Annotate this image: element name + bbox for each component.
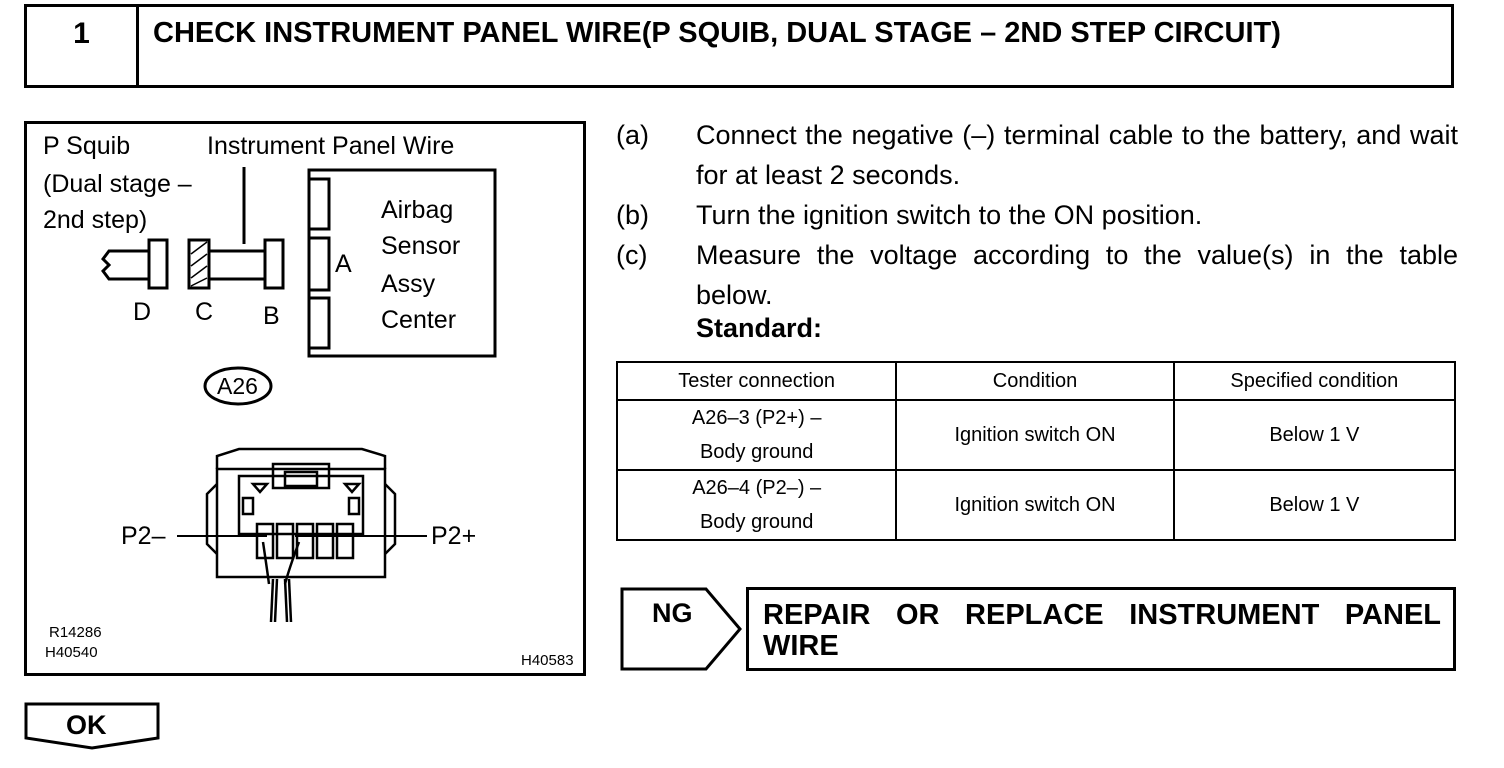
wiring-diagram-drawing <box>101 167 497 623</box>
airbag-connector-slot-3 <box>307 296 331 350</box>
figure-code-1: R14286 <box>49 624 102 641</box>
instrument-panel-wire-label: Instrument Panel Wire <box>207 132 455 160</box>
airbag-label-line-2: Sensor <box>381 232 461 260</box>
connector-b-label: B <box>263 302 280 330</box>
condition-cell: Ignition switch ON <box>895 399 1175 471</box>
airbag-label-line-1: Airbag <box>381 196 454 224</box>
terminal-p2-plus-label: P2+ <box>431 522 477 550</box>
standard-label: Standard: <box>696 313 823 343</box>
connector-id-oval <box>203 366 273 406</box>
ng-label: NG <box>652 598 693 628</box>
step-b-label: (b) <box>616 200 649 230</box>
specification-table: Tester connection Condition Specified co… <box>615 361 1457 541</box>
squib-body <box>101 249 149 281</box>
figure-code-2: H40540 <box>45 644 98 661</box>
column-header-specified: Specified condition <box>1172 361 1457 401</box>
table-header-row: Tester connection Condition Specified co… <box>615 361 1457 401</box>
terminal-p2-minus-label: P2– <box>121 522 166 550</box>
connector-d-label: D <box>133 298 152 326</box>
specified-condition-cell: Below 1 V <box>1172 399 1457 471</box>
connector-id-label: A26 <box>217 373 258 399</box>
ok-arrow-box <box>24 702 160 750</box>
figure-code-3: H40583 <box>521 652 574 669</box>
airbag-label-line-4: Center <box>381 306 457 334</box>
connector-b <box>263 238 285 290</box>
wire-body <box>207 249 267 281</box>
step-c: (c) Measure the voltage according to the… <box>616 235 1458 315</box>
column-header-condition: Condition <box>895 361 1175 401</box>
step-a: (a) Connect the negative (–) terminal ca… <box>616 115 1458 195</box>
tester-connection-cell: A26–4 (P2–) – Body ground <box>615 469 898 541</box>
table-row: A26–4 (P2–) – Body ground Ignition switc… <box>615 469 1457 541</box>
step-a-label: (a) <box>616 120 649 150</box>
procedure-steps: (a) Connect the negative (–) terminal ca… <box>616 115 1458 315</box>
step-c-text: Measure the voltage according to the val… <box>696 240 1458 310</box>
specified-condition-cell: Below 1 V <box>1172 469 1457 541</box>
connector-d <box>147 238 169 290</box>
tester-connection-line-1: A26–4 (P2–) – <box>692 477 822 499</box>
tester-connection-line-1: A26–3 (P2+) – <box>691 407 822 429</box>
column-header-tester: Tester connection <box>615 361 898 401</box>
connector-c-label: C <box>195 298 214 326</box>
p-squib-label-line-3: 2nd step) <box>43 206 148 234</box>
tester-connection-line-2: Body ground <box>699 511 814 533</box>
step-b: (b) Turn the ignition switch to the ON p… <box>616 195 1458 235</box>
ok-label: OK <box>66 710 107 740</box>
step-header: 1 CHECK INSTRUMENT PANEL WIRE(P SQUIB, D… <box>24 4 1454 88</box>
step-number: 1 <box>27 7 139 85</box>
table-row: A26–3 (P2+) – Body ground Ignition switc… <box>615 399 1457 471</box>
p-squib-label-line-2: (Dual stage – <box>43 170 192 198</box>
tester-connection-cell: A26–3 (P2+) – Body ground <box>615 399 898 471</box>
step-a-text: Connect the negative (–) terminal cable … <box>696 120 1458 190</box>
ng-arrow-box <box>620 587 742 671</box>
ng-result-box: REPAIR OR REPLACE INSTRUMENT PANEL WIRE <box>746 587 1456 671</box>
airbag-label-line-3: Assy <box>381 270 436 298</box>
condition-cell: Ignition switch ON <box>895 469 1175 541</box>
p-squib-label-line-1: P Squib <box>43 132 131 160</box>
step-title: CHECK INSTRUMENT PANEL WIRE(P SQUIB, DUA… <box>153 17 1281 49</box>
connector-face-drawing <box>205 447 397 623</box>
wiring-diagram: P Squib (Dual stage – 2nd step) Instrume… <box>24 121 586 676</box>
tester-connection-line-2: Body ground <box>699 441 814 463</box>
step-b-text: Turn the ignition switch to the ON posit… <box>696 200 1203 230</box>
connector-a-label: A <box>335 250 352 278</box>
connector-c-hatch <box>190 241 208 287</box>
connector-c <box>187 238 211 290</box>
step-c-label: (c) <box>616 240 648 270</box>
ng-result-text: REPAIR OR REPLACE INSTRUMENT PANEL WIRE <box>763 599 1441 662</box>
airbag-connector-slot-1 <box>307 177 331 231</box>
airbag-connector-slot-2 <box>307 236 331 292</box>
